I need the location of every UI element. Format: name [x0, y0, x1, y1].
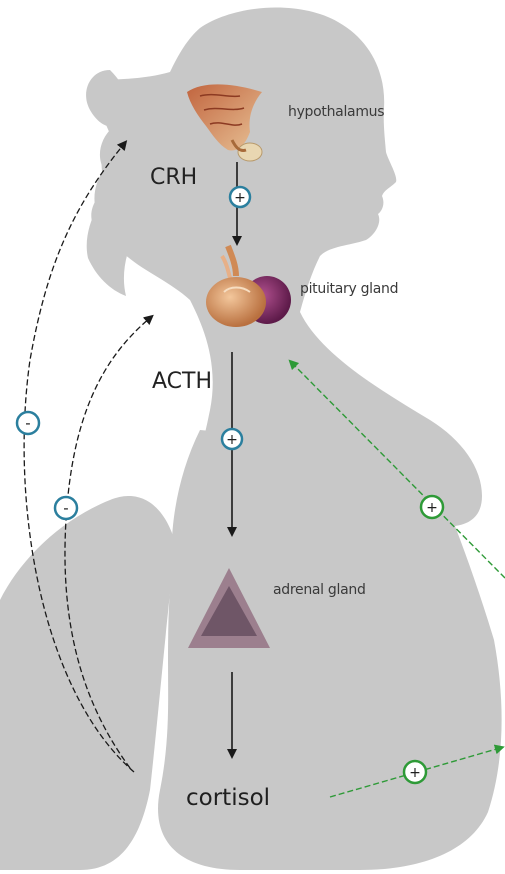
acth-label: ACTH: [152, 369, 212, 394]
badge-crh-plus: +: [230, 187, 250, 207]
hypothalamus-label: hypothalamus: [288, 104, 384, 120]
badge-placenta-pituitary-plus: +: [421, 496, 443, 518]
pregnant-silhouette: [0, 8, 502, 870]
badge-feedback-pituitary-minus: -: [55, 497, 77, 519]
badge-acth-plus: +: [222, 429, 242, 449]
badge-placenta-cortisol-plus: +: [404, 761, 426, 783]
badge-placenta-cortisol-sign: +: [409, 765, 421, 781]
badge-crh-sign: +: [234, 190, 246, 206]
adrenal-gland-label: adrenal gland: [273, 582, 366, 598]
badge-feedback-pituitary-sign: -: [63, 499, 68, 517]
badge-acth-sign: +: [226, 432, 238, 448]
badge-feedback-hypothalamus-minus: -: [17, 412, 39, 434]
crh-label: CRH: [150, 165, 197, 190]
badge-feedback-hypothalamus-sign: -: [25, 414, 30, 432]
cortisol-label: cortisol: [186, 785, 270, 811]
badge-placenta-pituitary-sign: +: [426, 500, 438, 516]
pituitary-gland-label: pituitary gland: [300, 281, 398, 297]
